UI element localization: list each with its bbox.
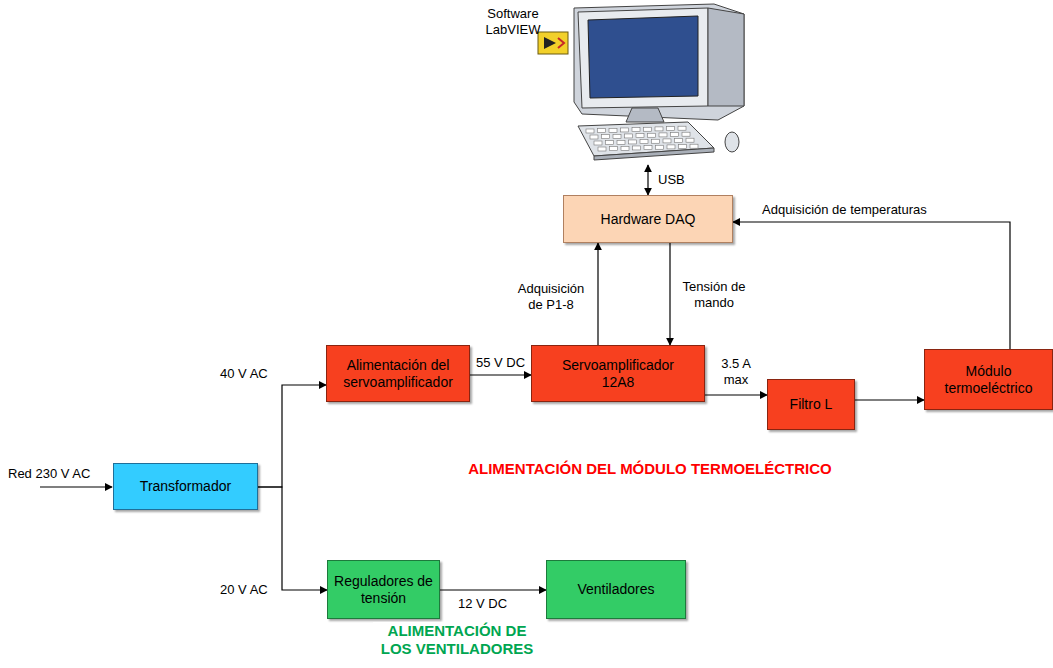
mains-label: Red 230 V AC xyxy=(8,466,90,482)
daq-box: Hardware DAQ xyxy=(563,195,733,243)
connector xyxy=(258,487,327,590)
power-supply-box: Alimentación del servoamplificador xyxy=(326,345,470,402)
edge-label: 55 V DC xyxy=(476,355,525,371)
connector xyxy=(733,222,1010,349)
connector xyxy=(440,589,546,590)
computer-node: Software LabVIEW xyxy=(482,2,750,165)
fan-box: Ventiladores xyxy=(546,560,686,619)
connector xyxy=(855,399,924,400)
servo-amplifier-box: Servoamplificador 12A8 xyxy=(531,345,705,402)
connector xyxy=(669,243,670,345)
transformer-box: Transformador xyxy=(113,463,258,510)
box-label: Reguladores de tensión xyxy=(333,573,434,607)
thermoelectric-module-box: Módulo termoeléctrico xyxy=(924,349,1053,410)
software-label: Software LabVIEW xyxy=(482,6,544,37)
connector xyxy=(597,243,598,345)
connector xyxy=(705,394,767,395)
connector xyxy=(258,385,326,487)
box-label: Transformador xyxy=(140,478,231,495)
edge-label: 3.5 A max xyxy=(714,356,758,387)
box-label: Ventiladores xyxy=(577,581,654,598)
filter-box: Filtro L xyxy=(767,379,855,430)
box-label: Módulo termoeléctrico xyxy=(933,363,1044,397)
edge-label: 40 V AC xyxy=(220,366,268,382)
edge-label: Tensión de mando xyxy=(678,279,750,310)
box-label: Servoamplificador 12A8 xyxy=(550,357,686,391)
connector xyxy=(470,374,531,375)
edge-label: Adquisición de temperaturas xyxy=(762,202,927,218)
connector xyxy=(647,165,648,195)
edge-label: USB xyxy=(658,172,685,188)
box-label: Filtro L xyxy=(790,396,833,413)
regulator-box: Reguladores de tensión xyxy=(327,560,440,619)
section-title: ALIMENTACIÓN DEL MÓDULO TERMOELÉCTRICO xyxy=(380,460,920,478)
mains-arrow xyxy=(40,486,112,487)
edge-label: 12 V DC xyxy=(458,596,507,612)
edge-label: Adquisición de P1-8 xyxy=(510,281,592,312)
box-label: Hardware DAQ xyxy=(601,211,696,228)
section-title: ALIMENTACIÓN DE LOS VENTILADORES xyxy=(373,622,541,658)
edge-label: 20 V AC xyxy=(220,582,268,598)
box-label: Alimentación del servoamplificador xyxy=(335,357,461,391)
